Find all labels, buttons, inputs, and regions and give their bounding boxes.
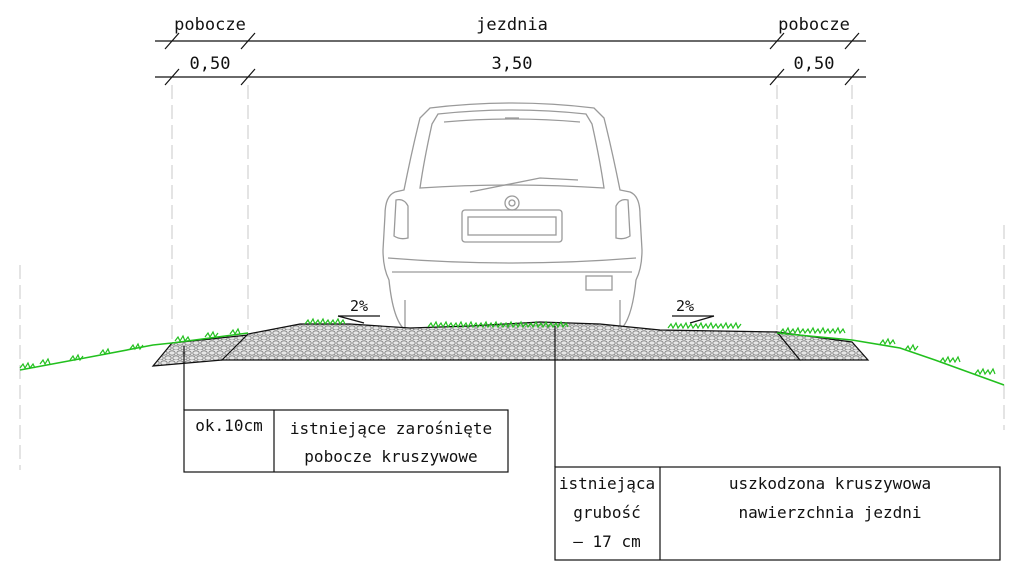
right-shoulder-label: pobocze: [778, 15, 850, 35]
dimension-tick: [769, 32, 785, 50]
carriageway-description-line2: nawierzchnia jezdni: [738, 503, 921, 522]
shoulder-table-frame: [183, 409, 509, 473]
grass-tufts: [19, 317, 996, 376]
carriageway-thickness-line2: grubość: [573, 503, 640, 522]
right-slope-label: 2%: [676, 297, 694, 315]
dimension-tick: [769, 68, 785, 86]
left-slope-indicator: 2%: [337, 297, 380, 324]
shoulder-annotation-table: [183, 409, 509, 473]
left-terrain-grass: [19, 332, 249, 371]
carriageway-thickness-line3: – 17 cm: [573, 532, 640, 551]
left-slope-arrow: [337, 315, 365, 324]
left-shoulder-width: 0,50: [190, 54, 231, 74]
right-shoulder-width: 0,50: [794, 54, 835, 74]
shoulder-description-line2: pobocze kruszywowe: [304, 447, 477, 466]
carriageway-label: jezdnia: [476, 15, 548, 35]
right-slope-indicator: 2%: [672, 297, 715, 324]
dimension-tick: [164, 68, 180, 86]
dimension-tick: [844, 32, 860, 50]
car-rear-view-icon: [382, 102, 643, 331]
carriageway-description-line1: uszkodzona kruszywowa: [729, 474, 931, 493]
carriageway-width: 3,50: [492, 54, 533, 74]
guide-lines: [19, 85, 1005, 470]
dimension-tick: [844, 68, 860, 86]
dimension-tick: [240, 68, 256, 86]
dimension-tick: [164, 32, 180, 50]
dimension-lines: [155, 32, 866, 86]
shoulder-thickness: ok.10cm: [195, 416, 262, 435]
right-slope-arrow: [689, 315, 715, 324]
shoulder-description-line1: istniejące zarośnięte: [290, 419, 492, 438]
carriageway-thickness-line1: istniejąca: [559, 474, 655, 493]
carriageway-annotation-table: [554, 466, 1001, 561]
dimension-tick: [240, 32, 256, 50]
left-shoulder-label: pobocze: [174, 15, 246, 35]
carriageway-table-frame: [554, 466, 1001, 561]
right-shoulder-aggregate-layer: [775, 331, 870, 361]
right-terrain-grass: [776, 332, 1005, 386]
left-slope-label: 2%: [350, 297, 368, 315]
